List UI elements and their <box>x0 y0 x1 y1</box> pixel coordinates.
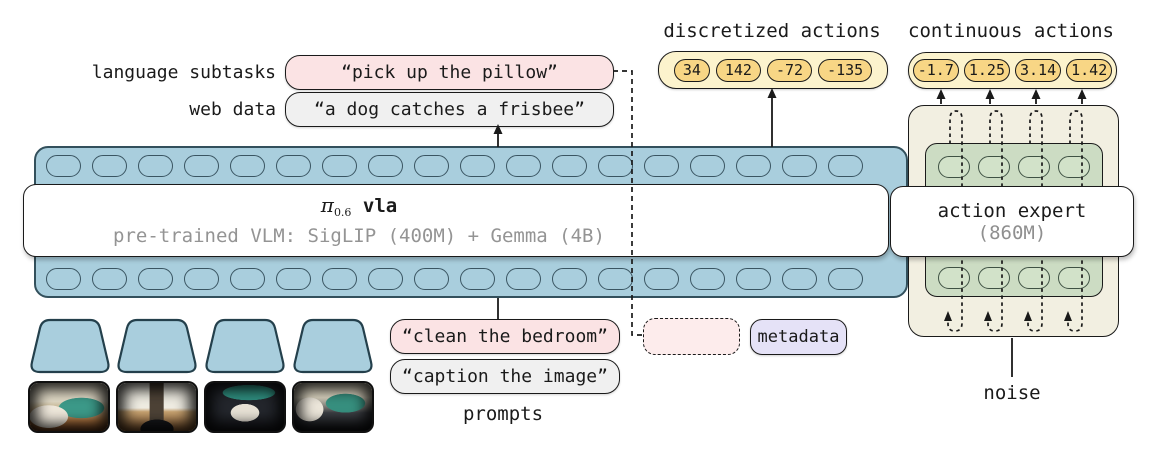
token <box>368 268 403 290</box>
token <box>276 155 311 177</box>
continuous-actions-container: -1.7 1.25 3.14 1.42 <box>908 52 1117 89</box>
continuous-actions-arrows <box>936 89 1087 104</box>
token <box>368 155 403 177</box>
camera-image-4 <box>292 381 374 433</box>
web-data-text: “a dog catches a frisbee” <box>314 99 585 120</box>
continuous-action-token: 1.42 <box>1066 59 1113 82</box>
action-expert-title: action expert <box>937 199 1087 222</box>
token <box>938 156 970 178</box>
token <box>460 155 495 177</box>
token <box>506 268 541 290</box>
token <box>276 268 311 290</box>
token <box>736 155 771 177</box>
token <box>184 268 219 290</box>
discretized-action-token: -72 <box>766 58 813 82</box>
caption-prompt-text: “caption the image” <box>402 366 608 387</box>
action-expert-box: action expert (860M) <box>890 186 1134 257</box>
token <box>552 155 587 177</box>
token <box>690 155 725 177</box>
noise-label: noise <box>983 382 1041 404</box>
web-data-box: “a dog catches a frisbee” <box>285 92 614 127</box>
web-data-label: web data <box>189 99 276 120</box>
camera-image-1 <box>28 381 110 433</box>
token <box>138 268 173 290</box>
token <box>978 267 1010 289</box>
discretized-actions-arrowhead <box>767 88 777 98</box>
image-encoder-trapezoid <box>30 318 110 374</box>
token <box>598 268 633 290</box>
caption-prompt-box: “caption the image” <box>390 359 620 394</box>
token <box>736 268 771 290</box>
prompts-label: prompts <box>462 403 544 425</box>
model-name: π0.6 vla <box>321 195 397 223</box>
image-encoder-trapezoid <box>205 318 285 374</box>
pi-version-subscript: 0.6 <box>333 205 352 219</box>
token <box>460 268 495 290</box>
token <box>322 268 357 290</box>
continuous-actions-label: continuous actions <box>908 20 1114 42</box>
token <box>230 268 265 290</box>
metadata-text: metadata <box>757 327 840 347</box>
token <box>644 268 679 290</box>
token <box>644 155 679 177</box>
robot-prompt-box: “clean the bedroom” <box>390 319 620 354</box>
continuous-action-token: 1.25 <box>963 59 1010 82</box>
image-encoder-trapezoids <box>30 318 373 374</box>
language-subtasks-label: language subtasks <box>91 62 276 83</box>
token <box>938 267 970 289</box>
token <box>1018 156 1050 178</box>
vlm-output-token-row <box>46 268 863 290</box>
token <box>690 268 725 290</box>
discretized-action-token: -135 <box>818 58 873 82</box>
token <box>782 268 817 290</box>
action-expert-output-token-row <box>938 267 1090 289</box>
vla-model-box <box>23 184 889 257</box>
token <box>828 268 863 290</box>
token <box>978 156 1010 178</box>
image-encoder-trapezoid <box>293 318 373 374</box>
action-expert-params: (860M) <box>977 221 1047 244</box>
token <box>1018 267 1050 289</box>
empty-prompt-slot <box>643 318 740 355</box>
language-subtask-text: “pick up the pillow” <box>341 62 558 83</box>
token <box>184 155 219 177</box>
vlm-input-token-row <box>46 155 863 177</box>
token <box>598 155 633 177</box>
token <box>46 155 81 177</box>
token <box>828 155 863 177</box>
image-encoder-trapezoid <box>117 318 197 374</box>
vla-model-text: π0.6 vla pre-trained VLM: SigLIP (400M) … <box>23 184 695 257</box>
token <box>782 155 817 177</box>
language-subtask-box: “pick up the pillow” <box>285 55 614 90</box>
model-name-suffix: vla <box>362 194 398 217</box>
token <box>414 268 449 290</box>
discretized-action-token: 34 <box>673 58 710 82</box>
token <box>1058 267 1090 289</box>
token <box>92 155 127 177</box>
model-subtitle: pre-trained VLM: SigLIP (400M) + Gemma (… <box>113 224 605 247</box>
token <box>506 155 541 177</box>
camera-image-2 <box>116 381 198 433</box>
token <box>322 155 357 177</box>
token <box>230 155 265 177</box>
continuous-action-token: -1.7 <box>912 59 959 82</box>
metadata-box: metadata <box>750 319 847 355</box>
continuous-action-token: 3.14 <box>1015 59 1062 82</box>
token <box>92 268 127 290</box>
robot-prompt-text: “clean the bedroom” <box>402 326 608 347</box>
token <box>414 155 449 177</box>
discretized-actions-label: discretized actions <box>663 20 881 42</box>
camera-image-3 <box>204 381 286 433</box>
discretized-action-token: 142 <box>715 58 761 82</box>
discretized-actions-container: 34 142 -72 -135 <box>658 51 888 89</box>
token <box>138 155 173 177</box>
token <box>46 268 81 290</box>
token <box>1058 156 1090 178</box>
pi-symbol: π <box>320 192 334 217</box>
action-expert-input-token-row <box>938 156 1090 178</box>
token <box>552 268 587 290</box>
